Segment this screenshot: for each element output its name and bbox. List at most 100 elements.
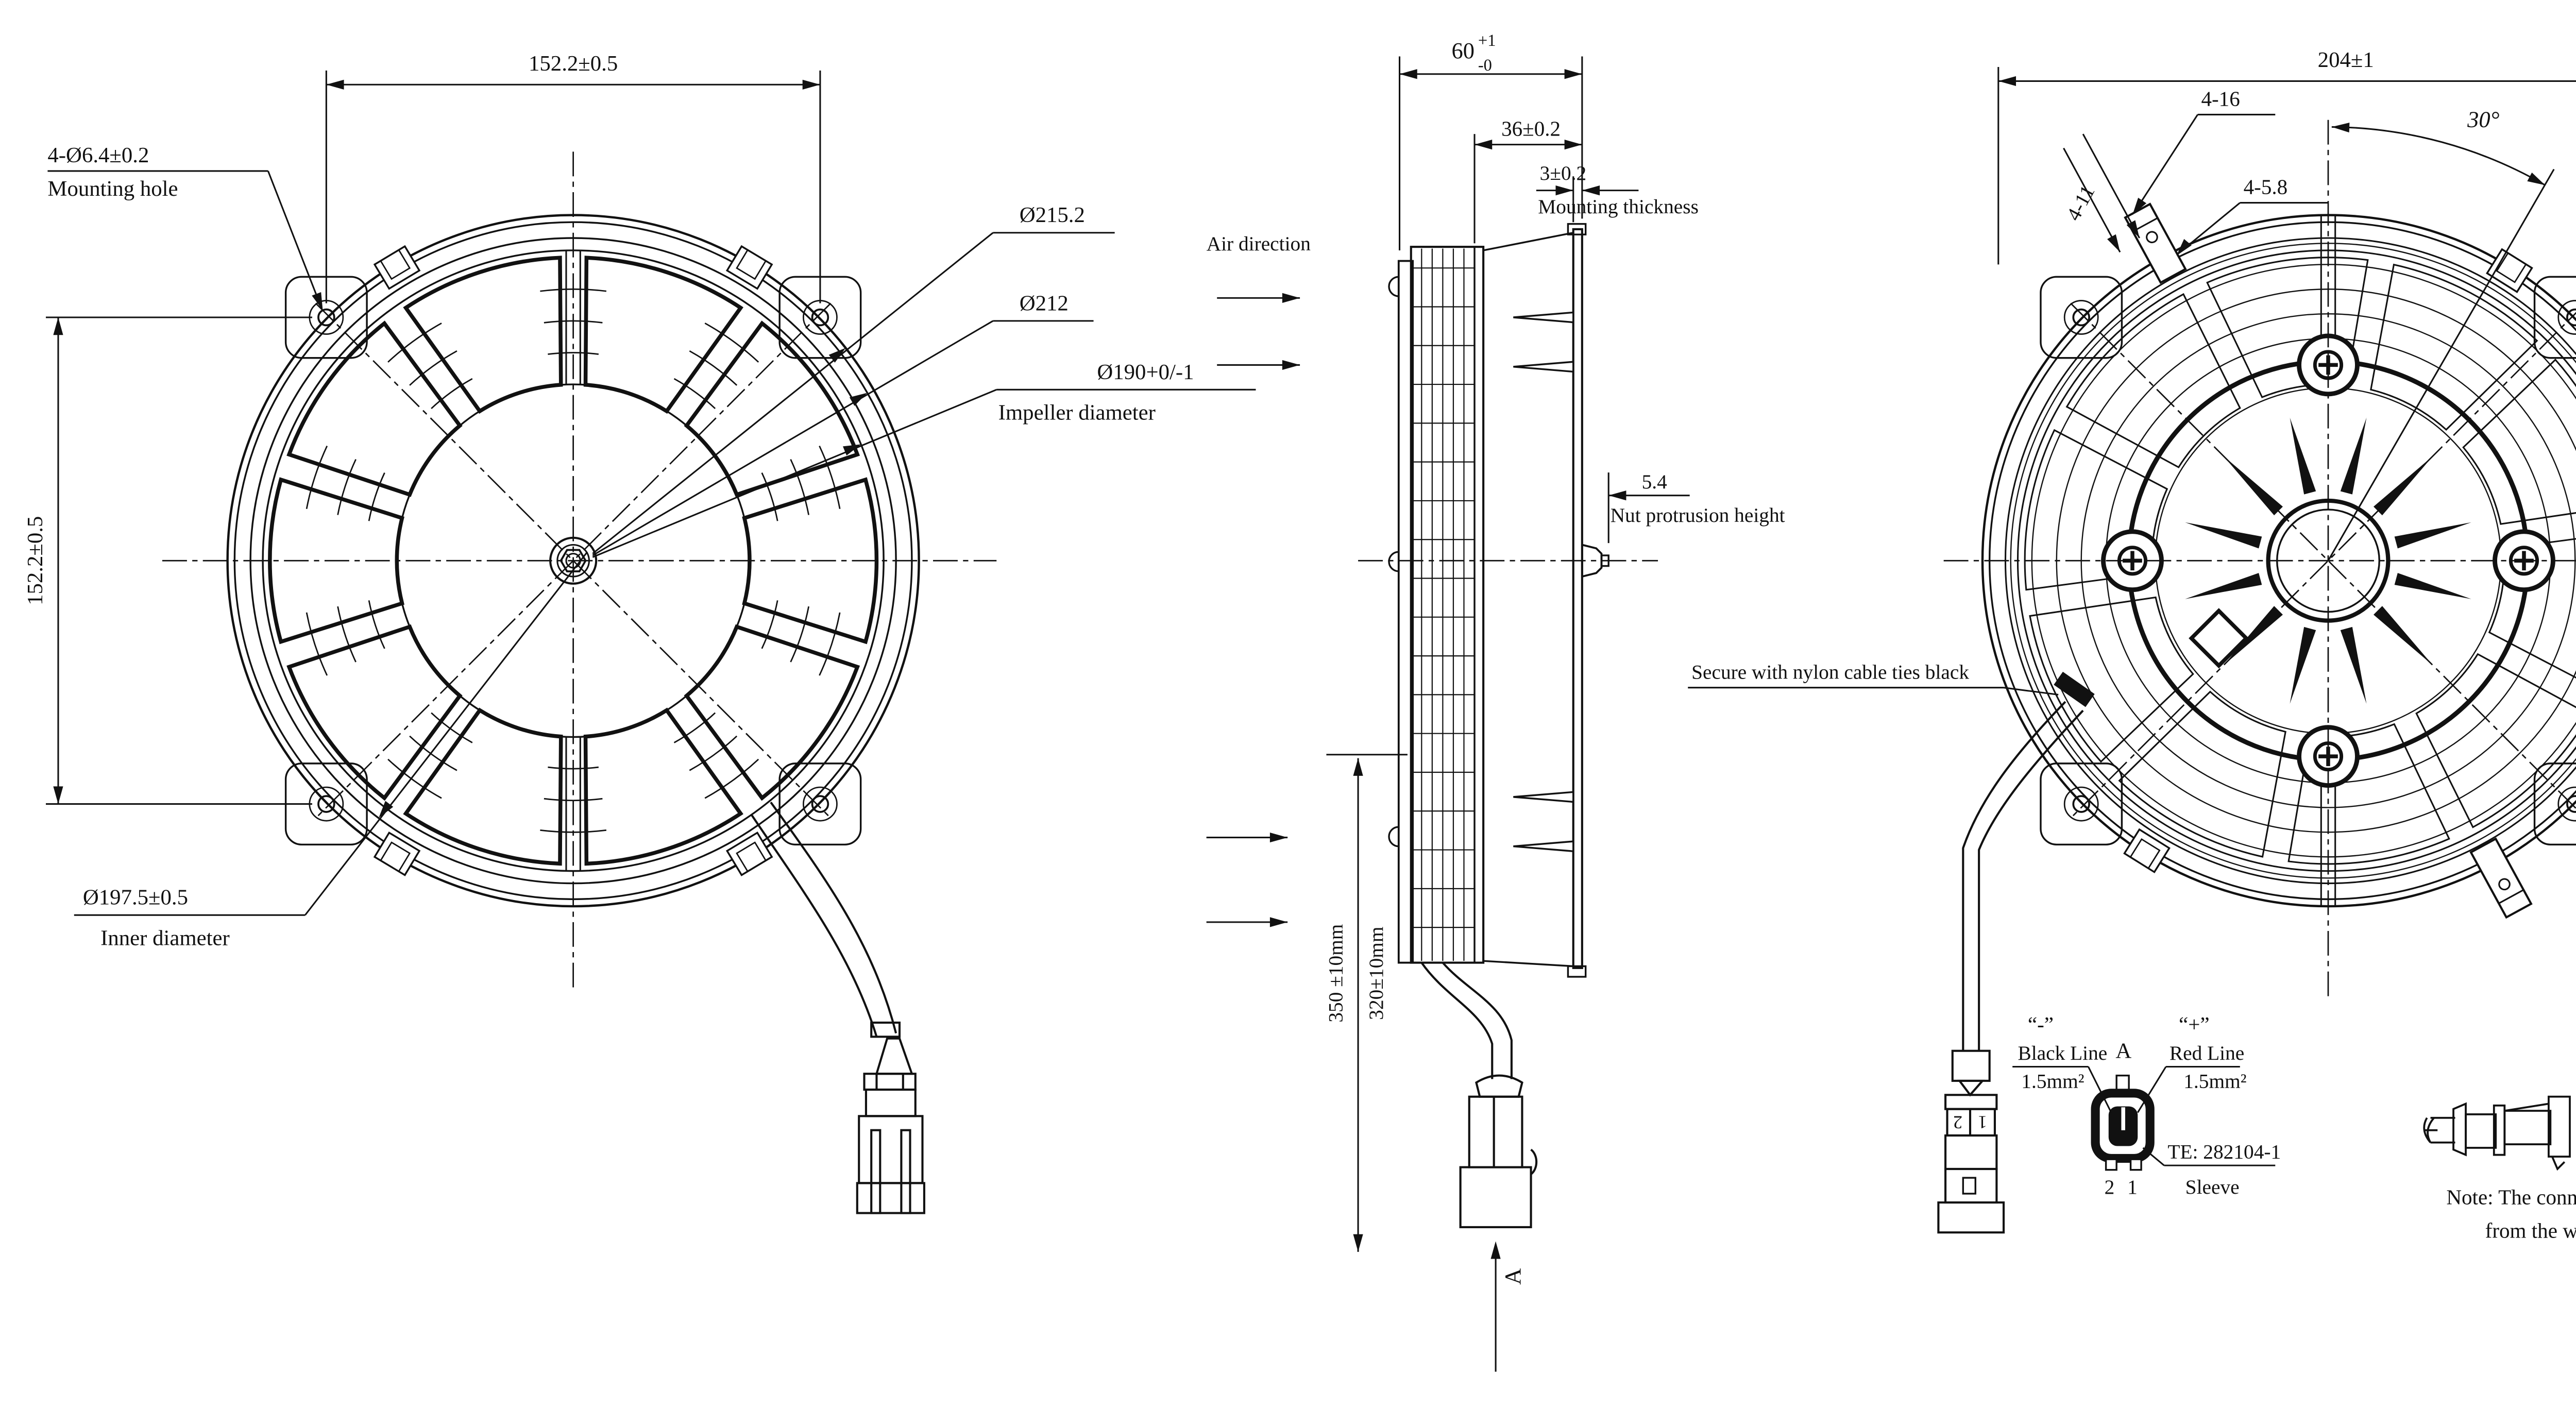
inner-diameter-text: Inner diameter xyxy=(100,926,230,950)
arrowhead xyxy=(1475,140,1493,150)
ear11-dim xyxy=(2063,133,2141,253)
depth-upper-tol: +1 xyxy=(1478,31,1496,50)
spoke xyxy=(2394,522,2471,549)
flange-bump xyxy=(1388,276,1399,297)
back-pin2: 2 xyxy=(1953,1112,1962,1132)
arrowhead xyxy=(1608,490,1626,501)
arrowhead xyxy=(2527,172,2546,185)
d215-leader xyxy=(592,232,1115,554)
ring-arc xyxy=(431,378,473,409)
mounting-ear xyxy=(2469,837,2533,919)
ring-arc xyxy=(819,445,841,509)
fan-blade-rear xyxy=(2065,293,2241,468)
sleeve-text: Sleeve xyxy=(2185,1176,2240,1198)
latch-hook xyxy=(1530,1148,1538,1175)
arrowhead xyxy=(1282,293,1300,303)
mounting-hole-label-line2: Mounting hole xyxy=(47,177,178,201)
thickness-value: 3±0.2 xyxy=(1540,162,1586,184)
rect-shape xyxy=(379,249,411,280)
d212-text: Ø212 xyxy=(1020,291,1069,315)
arrowhead xyxy=(326,79,344,90)
te-part-number: TE: 282104-1 xyxy=(2167,1140,2281,1163)
cable-length-350: 350 ±10mm xyxy=(1324,924,1347,1023)
back-dim-width-text: 204±1 xyxy=(2318,48,2374,72)
arrowhead xyxy=(1399,69,1417,79)
corner-tab xyxy=(2040,276,2123,359)
ring-arc xyxy=(306,445,328,509)
cable-tie xyxy=(2054,671,2095,707)
ring-arc xyxy=(673,378,716,409)
mounting-studs xyxy=(1513,311,1574,853)
wire-break xyxy=(2423,1116,2455,1144)
front-generated-geometry xyxy=(268,245,879,876)
front-dim-width-text: 152.2±0.5 xyxy=(529,52,618,76)
side-connector xyxy=(1459,1074,1538,1228)
cable-length-dim xyxy=(1326,754,1408,1252)
ring-arc xyxy=(704,323,759,363)
rect-shape xyxy=(379,841,411,873)
mounting-ear xyxy=(2124,202,2187,284)
black-line-text: Black Line xyxy=(2018,1042,2107,1064)
corner-tab xyxy=(2533,276,2576,359)
mounting-hole xyxy=(811,308,829,327)
air-direction-arrows xyxy=(1206,297,1300,923)
stud xyxy=(1513,361,1574,373)
fan-blade xyxy=(286,320,463,497)
arrowhead xyxy=(53,786,63,804)
back-pin1: 1 xyxy=(1978,1112,1987,1132)
arrowhead xyxy=(1282,360,1300,370)
thickness-label: Mounting thickness xyxy=(1538,195,1699,218)
ear58-leader xyxy=(2179,202,2328,253)
view-a-label: A xyxy=(2115,1039,2131,1063)
arrowhead xyxy=(1564,69,1582,79)
front-view xyxy=(162,151,997,1214)
mounting-hole xyxy=(317,795,335,813)
tie-note-text: Secure with nylon cable ties black xyxy=(1691,661,1969,684)
plus-text: “+” xyxy=(2179,1012,2210,1036)
fan-blade-rear xyxy=(2287,723,2450,865)
stud xyxy=(1513,311,1574,324)
ring-arc xyxy=(673,712,716,743)
ring-arc xyxy=(548,352,599,355)
ring-arc xyxy=(704,758,759,799)
connector-side-view xyxy=(2423,1095,2571,1171)
ring-arc xyxy=(790,459,810,515)
d190-text: Ø190+0/-1 xyxy=(1097,360,1194,384)
blade-grid-lines xyxy=(1413,248,1475,961)
arrowhead xyxy=(1555,185,1573,196)
depth-value: 60 xyxy=(1452,38,1475,63)
red-line-text: Red Line xyxy=(2170,1042,2244,1064)
connector-labels xyxy=(2012,1065,2276,1166)
red-line-size: 1.5mm² xyxy=(2183,1070,2246,1093)
side-shroud xyxy=(1388,246,1485,964)
air-direction-text: Air direction xyxy=(1207,232,1311,255)
ring-arc xyxy=(790,606,810,663)
arrowhead xyxy=(53,317,63,335)
d197-text: Ø197.5±0.5 xyxy=(83,886,188,910)
cable-length-320: 320±10mm xyxy=(1365,927,1387,1020)
angle-dim xyxy=(2327,126,2555,562)
tie-note-leader xyxy=(1688,687,2059,696)
section-a-label: A xyxy=(1500,1268,1526,1285)
minus-text: “-” xyxy=(2028,1012,2054,1036)
ring-arc xyxy=(306,612,328,676)
back-view xyxy=(1937,120,2576,1234)
mounting-hole xyxy=(2072,308,2090,327)
corner-tab xyxy=(2533,762,2576,845)
back-view-fan xyxy=(1943,120,2576,1002)
ring-arc xyxy=(337,606,357,663)
front-guard-struts xyxy=(565,250,581,871)
arrowhead xyxy=(2107,234,2121,252)
ear58-text: 4-5.8 xyxy=(2244,175,2288,198)
spoke xyxy=(2290,417,2316,495)
ring-arc xyxy=(409,350,457,386)
rect-shape xyxy=(2496,252,2527,283)
front-dim-height-text: 152.2±0.5 xyxy=(23,516,47,605)
nut-height-label: Nut protrusion height xyxy=(1611,504,1785,527)
angle-text: 30° xyxy=(2467,106,2499,132)
front-dim-width xyxy=(325,70,821,303)
arrowhead xyxy=(828,348,846,363)
mounting-hole-boss xyxy=(2063,786,2099,822)
bracket-tab xyxy=(2189,608,2249,669)
motor-nut xyxy=(1581,544,1603,578)
